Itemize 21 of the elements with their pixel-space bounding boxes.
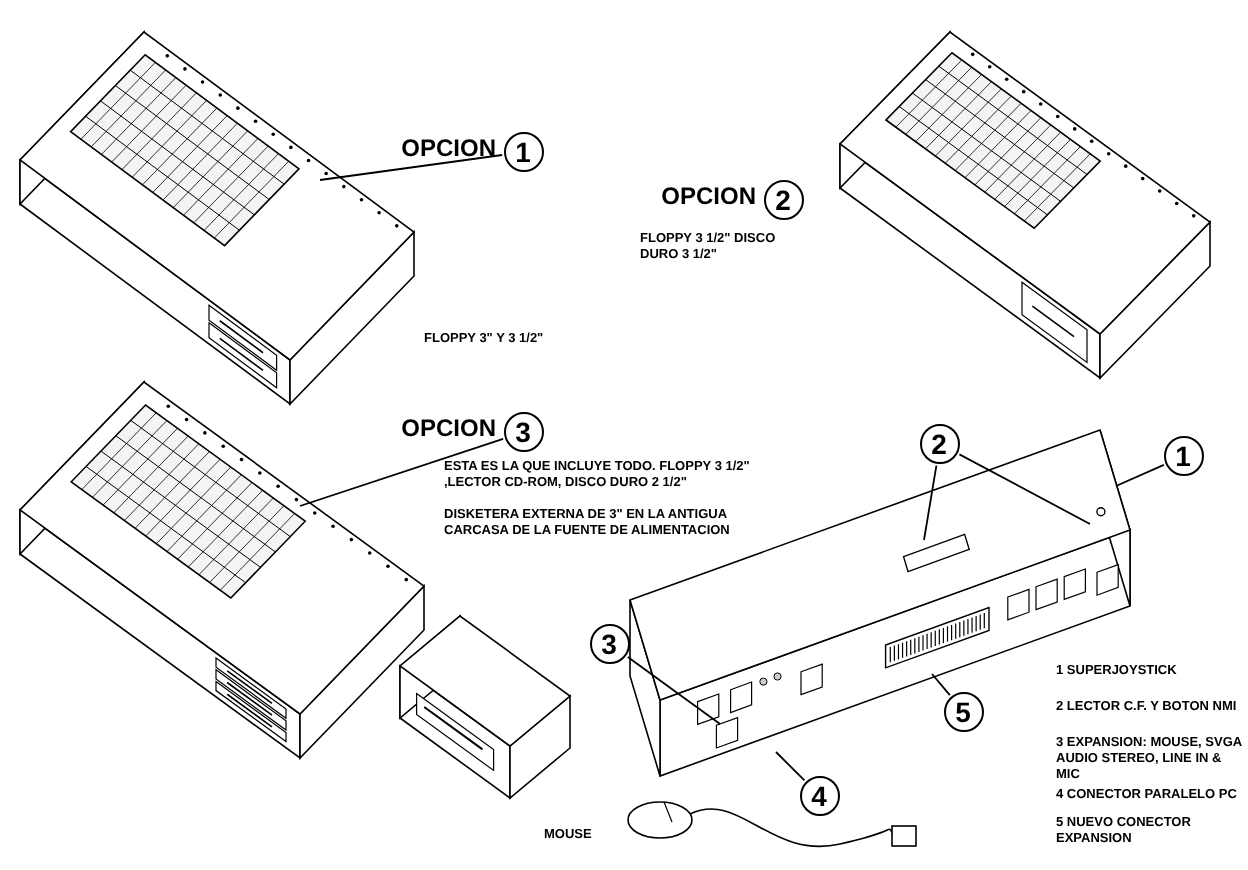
option-label: OPCION xyxy=(401,134,496,162)
leader-line xyxy=(626,656,721,725)
leader-line xyxy=(958,453,1091,525)
disk-drive-drawing xyxy=(398,614,572,800)
computer-drawing xyxy=(838,30,1212,380)
callout-number: 3 xyxy=(503,411,543,451)
callout-number: 2 xyxy=(763,179,803,219)
callout-number: 5 xyxy=(943,691,983,731)
leader-line xyxy=(299,438,504,507)
leader-line xyxy=(319,154,504,181)
callout-number: 1 xyxy=(1163,435,1203,475)
leader-line xyxy=(931,673,951,697)
callout-number: 1 xyxy=(503,131,543,171)
option-label: OPCION xyxy=(401,414,496,442)
callout-number: 2 xyxy=(919,423,959,463)
callout-number: 4 xyxy=(799,775,839,815)
leader-line xyxy=(775,751,806,782)
leader-line xyxy=(923,464,938,541)
callout-number: 3 xyxy=(589,623,629,663)
leader-line xyxy=(1115,464,1165,487)
option-label: OPCION xyxy=(661,182,756,210)
